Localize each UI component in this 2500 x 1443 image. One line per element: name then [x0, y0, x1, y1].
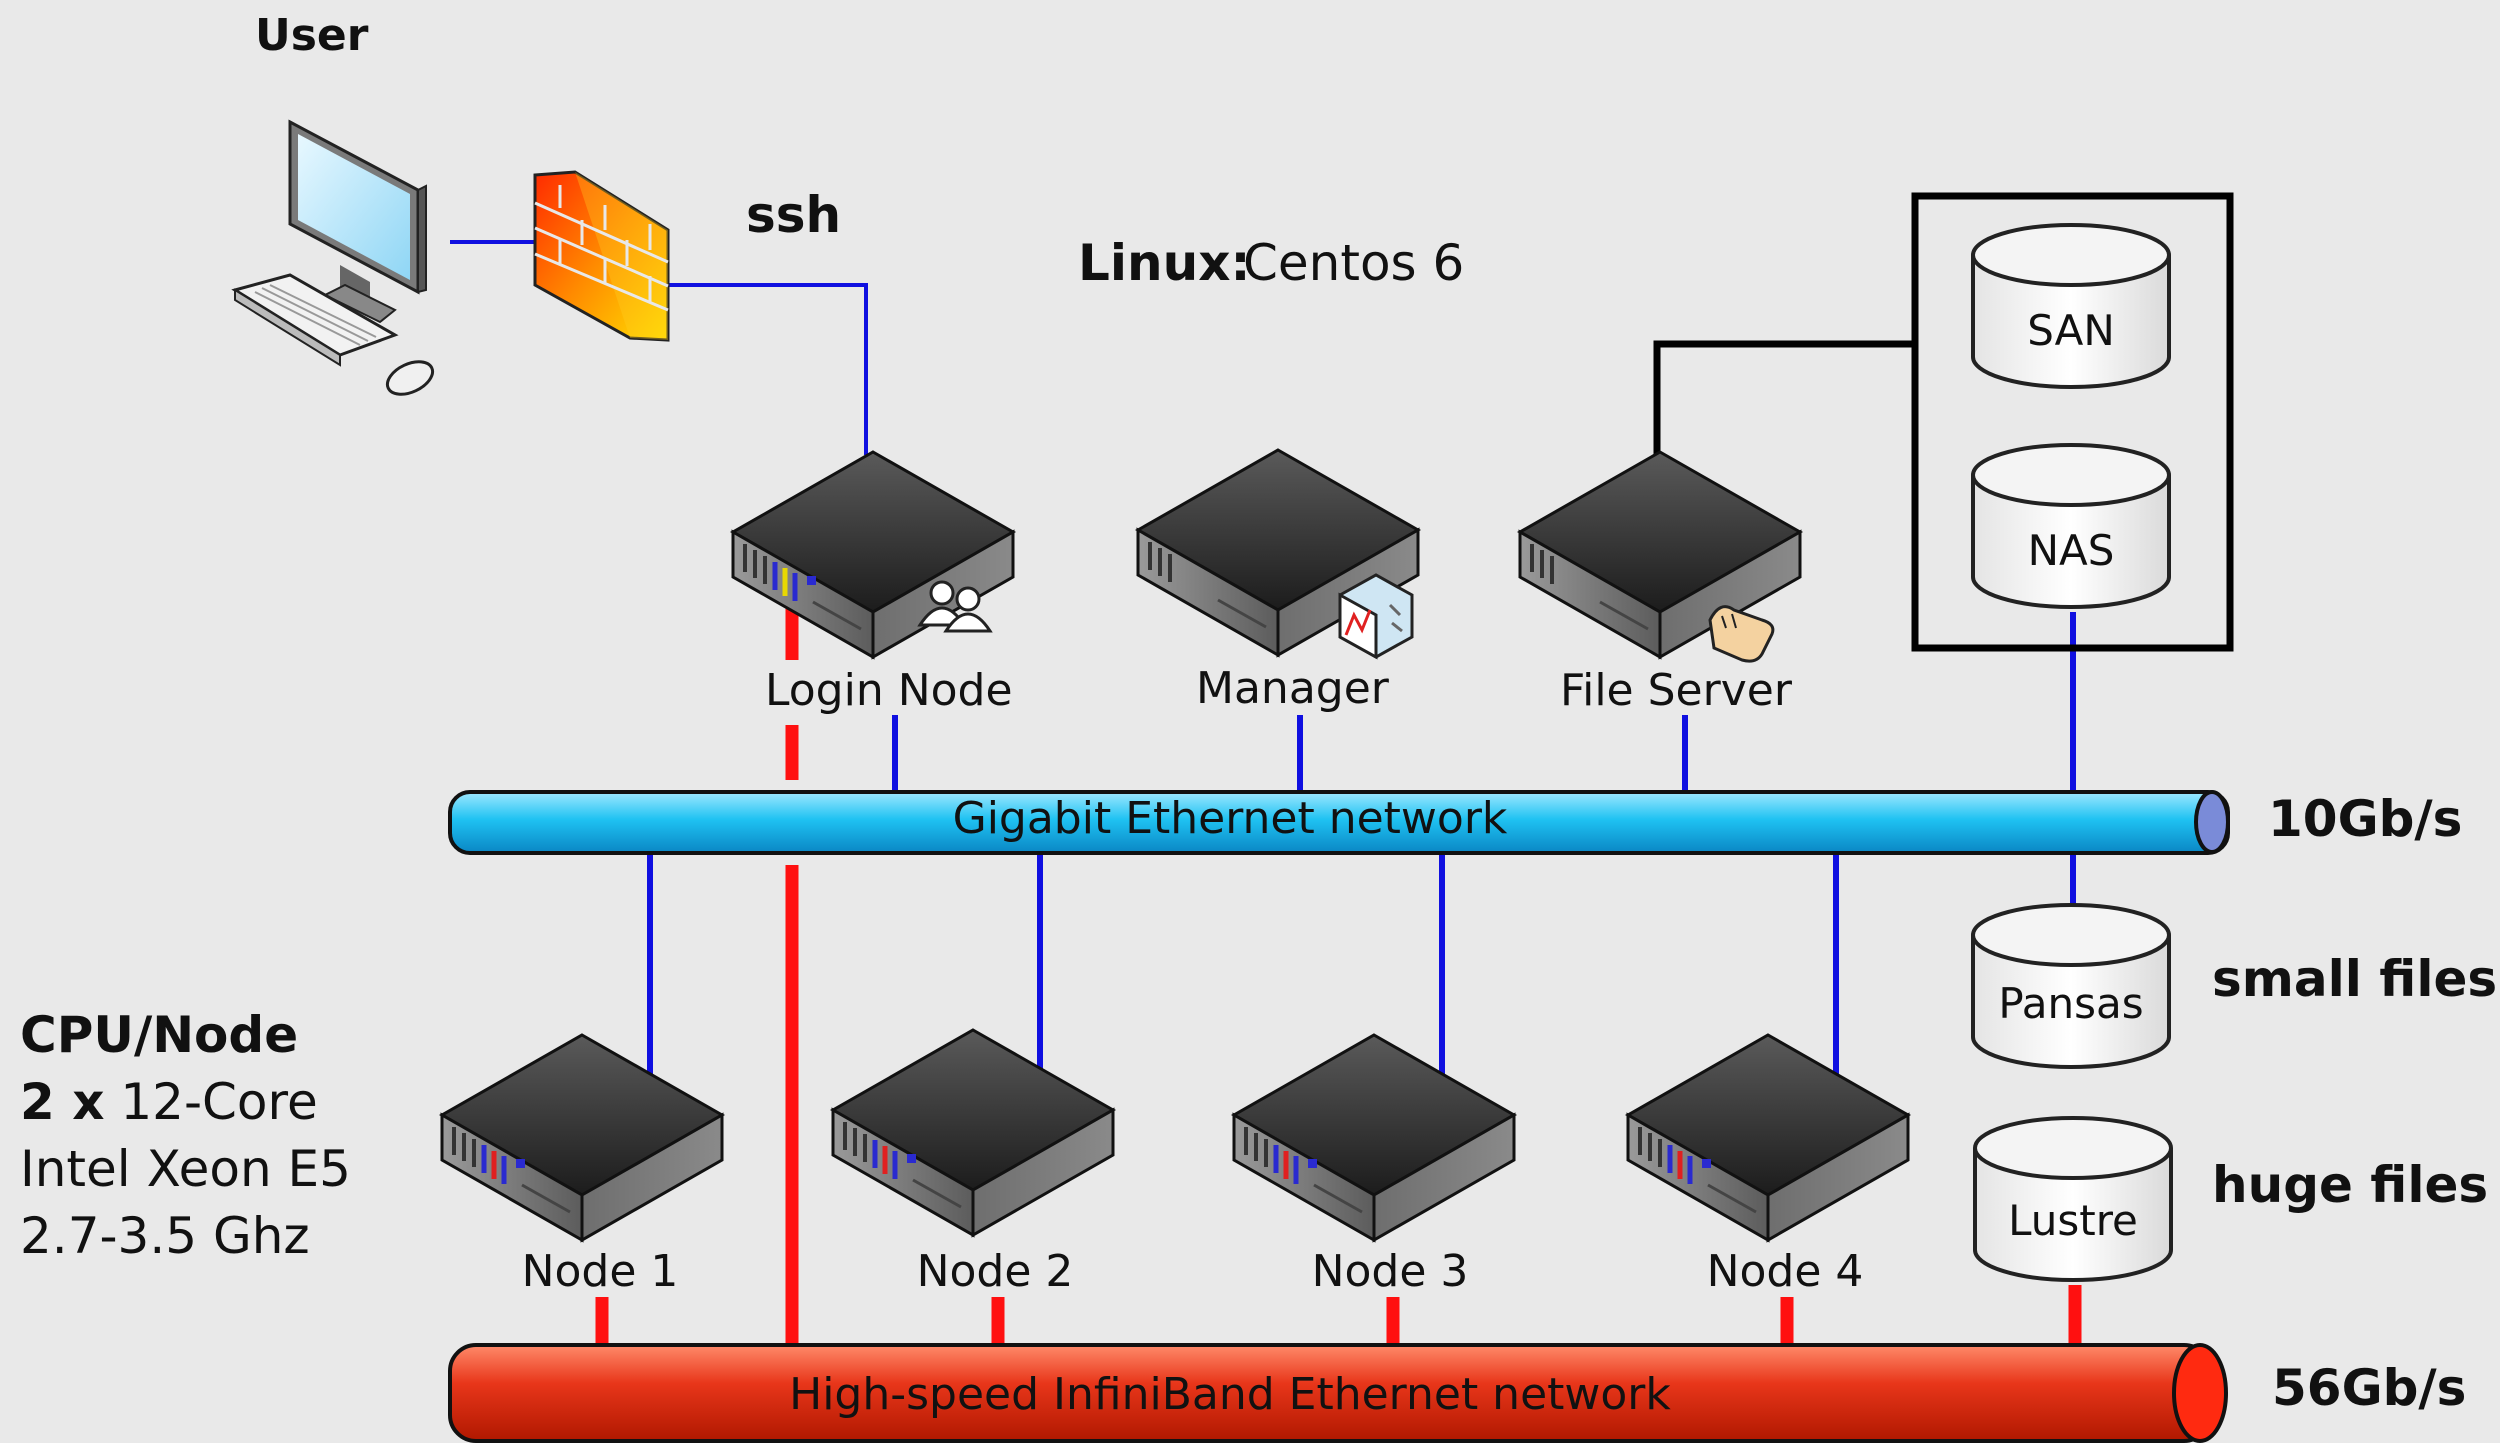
infiniband-network-bus: High-speed InfiniBand Ethernet network	[448, 1343, 2228, 1443]
cpu-line1-rest: 12-Core	[104, 1073, 317, 1131]
cpu-title: CPU/Node	[20, 1006, 298, 1064]
pansas-label: Pansas	[1998, 979, 2143, 1028]
gigabit-speed-label: 10Gb/s	[2268, 790, 2462, 848]
manager-chart-icon	[1338, 573, 1414, 660]
user-computer-icon	[231, 119, 435, 396]
login-node-label: Login Node	[765, 665, 1013, 716]
cpu-line1-bold: 2 x	[20, 1073, 104, 1131]
node-2-label: Node 2	[917, 1246, 1074, 1297]
ssh-label: ssh	[746, 186, 841, 244]
file-server-label: File Server	[1560, 665, 1793, 716]
os-prefix: Linux:	[1078, 234, 1250, 292]
pansas-cylinder: Pansas	[1971, 903, 2171, 1069]
infiniband-speed-label: 56Gb/s	[2272, 1359, 2466, 1417]
node-1-label: Node 1	[522, 1246, 679, 1297]
user-label: User	[255, 10, 369, 61]
node-4-label: Node 4	[1707, 1246, 1864, 1297]
cpu-info: CPU/Node 2 x 12-Core Intel Xeon E5 2.7-3…	[20, 1006, 351, 1265]
infiniband-network-label: High-speed InfiniBand Ethernet network	[789, 1369, 1671, 1420]
cpu-line1: 2 x 12-Core	[20, 1073, 318, 1131]
cpu-line3: 2.7-3.5 Ghz	[20, 1207, 310, 1265]
links	[450, 240, 2082, 1345]
os-name: Centos 6	[1243, 234, 1464, 292]
san-label: SAN	[2027, 306, 2115, 355]
hand-icon	[1708, 605, 1775, 663]
node-3-label: Node 3	[1312, 1246, 1469, 1297]
lustre-cylinder: Lustre	[1973, 1116, 2173, 1282]
gigabit-network-bus: Gigabit Ethernet network	[448, 790, 2230, 855]
users-icon	[917, 580, 993, 633]
cpu-line2: Intel Xeon E5	[20, 1140, 351, 1198]
nas-cylinder: NAS	[1971, 443, 2171, 609]
huge-files-label: huge files	[2212, 1156, 2488, 1214]
fileserver-storage-link	[1653, 340, 1915, 455]
os-label: Linux: Centos 6	[1078, 234, 1464, 292]
storage-box	[1911, 192, 2234, 652]
firewall-icon	[533, 170, 670, 342]
manager-label: Manager	[1196, 663, 1390, 714]
node-1-server-icon	[442, 1035, 722, 1240]
nas-label: NAS	[2028, 526, 2115, 575]
small-files-label: small files	[2212, 950, 2497, 1008]
ssh-link	[668, 283, 868, 455]
node-2-server-icon	[833, 1030, 1113, 1235]
node-4-server-icon	[1628, 1035, 1908, 1240]
lustre-label: Lustre	[2008, 1196, 2138, 1245]
san-cylinder: SAN	[1971, 223, 2171, 389]
node-3-server-icon	[1234, 1035, 1514, 1240]
gigabit-network-label: Gigabit Ethernet network	[953, 793, 1508, 844]
